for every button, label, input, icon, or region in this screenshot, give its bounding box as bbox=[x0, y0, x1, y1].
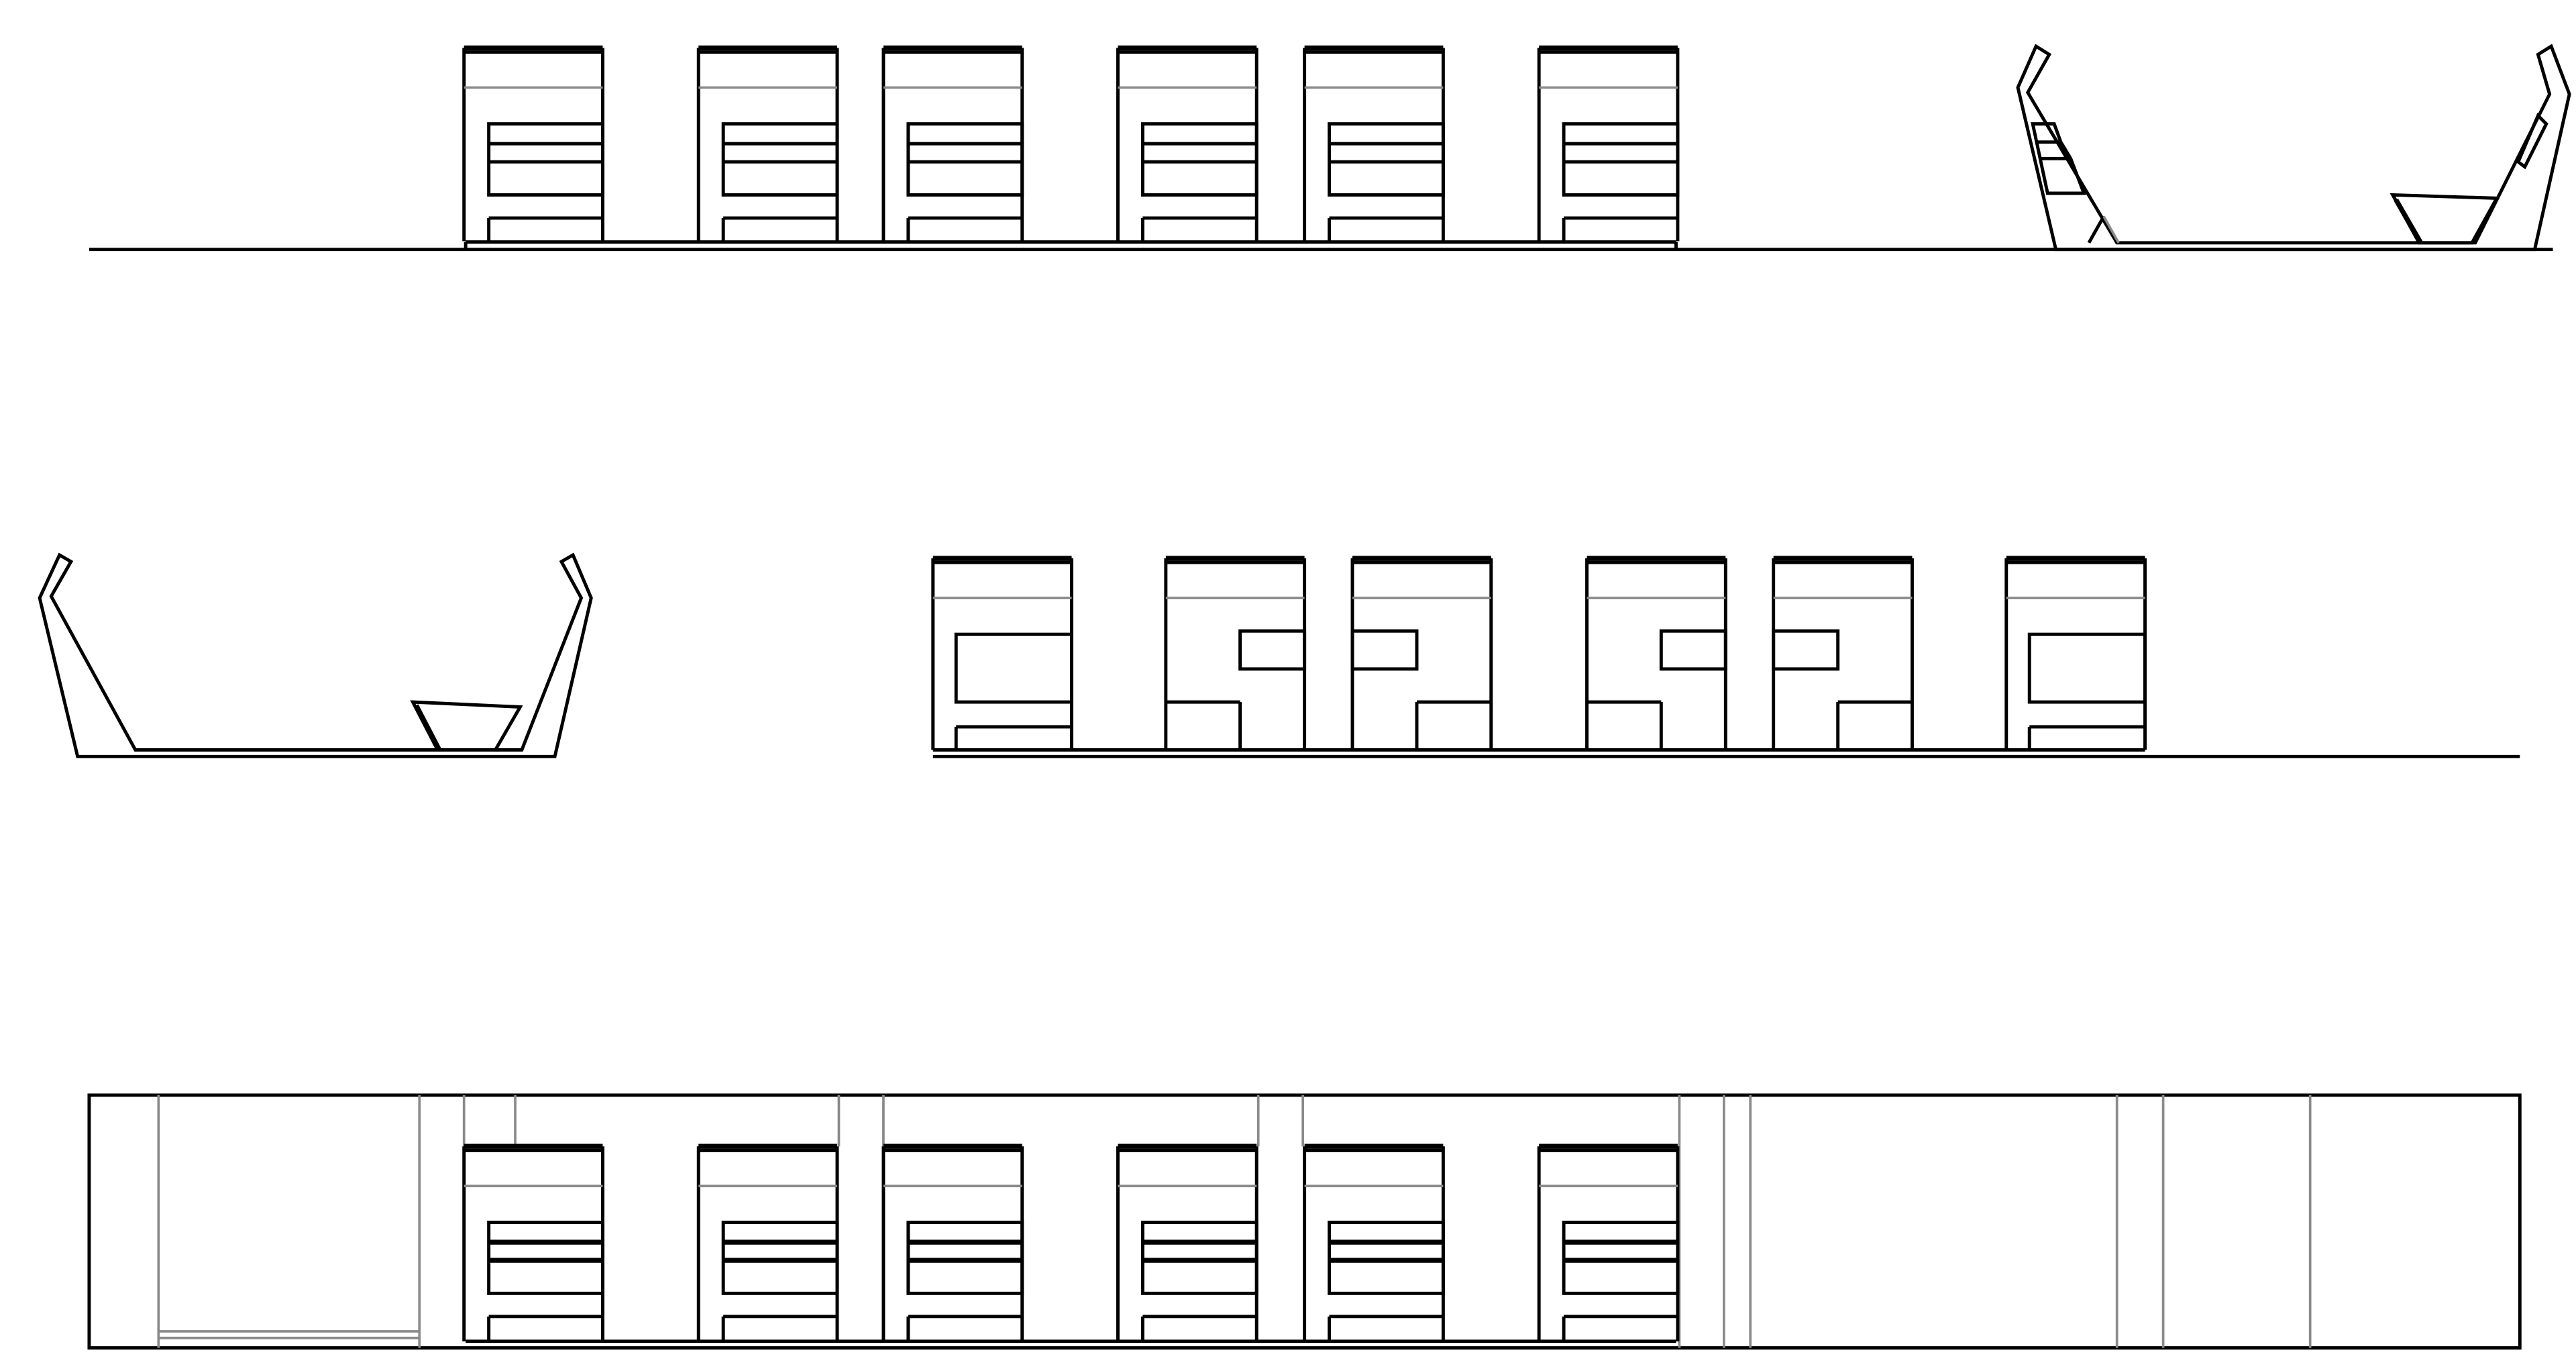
display-module bbox=[881, 45, 1024, 242]
display-module bbox=[931, 556, 1073, 750]
top-elevation-plinth bbox=[464, 240, 1678, 250]
bottom-panel-divisions bbox=[157, 1095, 2312, 1348]
display-module bbox=[881, 1144, 1024, 1341]
display-module bbox=[1116, 1144, 1258, 1341]
middle-elevation-modules bbox=[931, 556, 2147, 750]
top-section-trough bbox=[2016, 44, 2571, 252]
display-module bbox=[1350, 556, 1493, 750]
display-module bbox=[2004, 556, 2147, 750]
display-module bbox=[1116, 45, 1258, 242]
display-module bbox=[1537, 45, 1680, 242]
top-elevation bbox=[89, 45, 2553, 252]
trough-outline-middle bbox=[38, 552, 593, 758]
trough-outline bbox=[2016, 44, 2571, 252]
display-module bbox=[1164, 556, 1307, 750]
display-module bbox=[696, 1144, 839, 1341]
trough-hidden-line bbox=[2102, 215, 2120, 244]
middle-section-trough bbox=[38, 552, 593, 758]
bottom-elevation-modules bbox=[462, 1144, 1680, 1341]
trough-backrest bbox=[2516, 112, 2548, 170]
middle-elevation bbox=[931, 556, 2520, 758]
top-elevation-modules bbox=[462, 45, 1680, 242]
display-module bbox=[1585, 556, 1727, 750]
bottom-elevation bbox=[87, 1093, 2522, 1350]
display-module bbox=[696, 45, 839, 242]
bottom-frame bbox=[87, 1093, 2522, 1350]
display-module bbox=[1537, 1144, 1680, 1341]
display-module bbox=[1303, 45, 1445, 242]
display-module bbox=[462, 1144, 604, 1341]
trough-inner-floor bbox=[2087, 215, 2106, 244]
display-module bbox=[462, 45, 604, 242]
display-module bbox=[1303, 1144, 1445, 1341]
display-module bbox=[1772, 556, 1914, 750]
